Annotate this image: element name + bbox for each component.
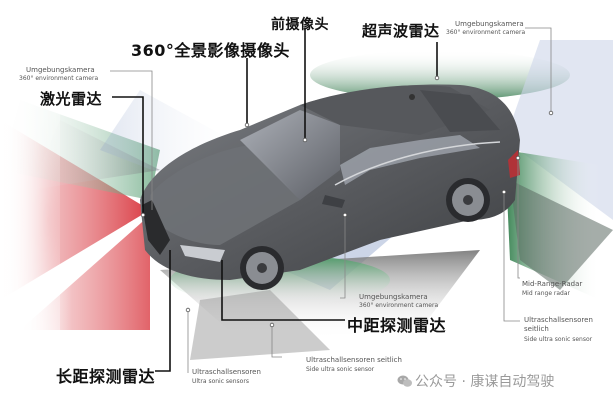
label-umgebungskamera-left-de: Umgebungskamera (26, 66, 95, 74)
label-ultrasonic-radar: 超声波雷达 (362, 22, 440, 40)
label-front-camera: 前摄像头 (271, 17, 329, 33)
sensor-points (140, 75, 554, 328)
label-side-ultrasonic-right-de-2: seitlich (524, 325, 549, 333)
label-side-ultrasonic-right-de-1: Ultraschallsensoren (524, 316, 593, 324)
label-mid-range-radar-en: Mid range radar (522, 290, 571, 297)
label-umgebungskamera-right-en: 360° environment camera (446, 29, 526, 36)
watermark-text: 公众号 · 康谋自动驾驶 (415, 374, 555, 390)
car-body (140, 84, 520, 290)
label-long-range-radar-cn: 长距探测雷达 (56, 367, 156, 386)
label-side-ultrasonic-bottom-de: Ultraschallsensoren seitlich (306, 356, 402, 364)
label-side-ultrasonic-bottom-en: Side ultra sonic sensor (306, 366, 375, 373)
leader-lines-bold (112, 28, 438, 372)
label-360-surround-camera: 360°全景影像摄像头 (131, 41, 290, 60)
label-lidar: 激光雷达 (40, 90, 103, 108)
label-umgebungskamera-right-de: Umgebungskamera (455, 20, 524, 28)
label-mid-range-radar-cn: 中距探测雷达 (347, 316, 447, 335)
label-umgebungskamera-side-en: 360° environment camera (359, 302, 439, 309)
label-umgebungskamera-side-de: Umgebungskamera (359, 293, 428, 301)
label-front-ultrasonic-de: Ultraschallsensoren (192, 368, 261, 376)
label-umgebungskamera-left-en: 360° environment camera (19, 75, 99, 82)
leader-lines-thin (110, 27, 552, 373)
label-mid-range-radar-de: Mid-Range-Radar (522, 280, 583, 288)
label-side-ultrasonic-right-en: Side ultra sonic sensor (524, 336, 593, 343)
wechat-icon (397, 375, 412, 387)
label-front-ultrasonic-en: Ultra sonic sensors (192, 378, 249, 385)
